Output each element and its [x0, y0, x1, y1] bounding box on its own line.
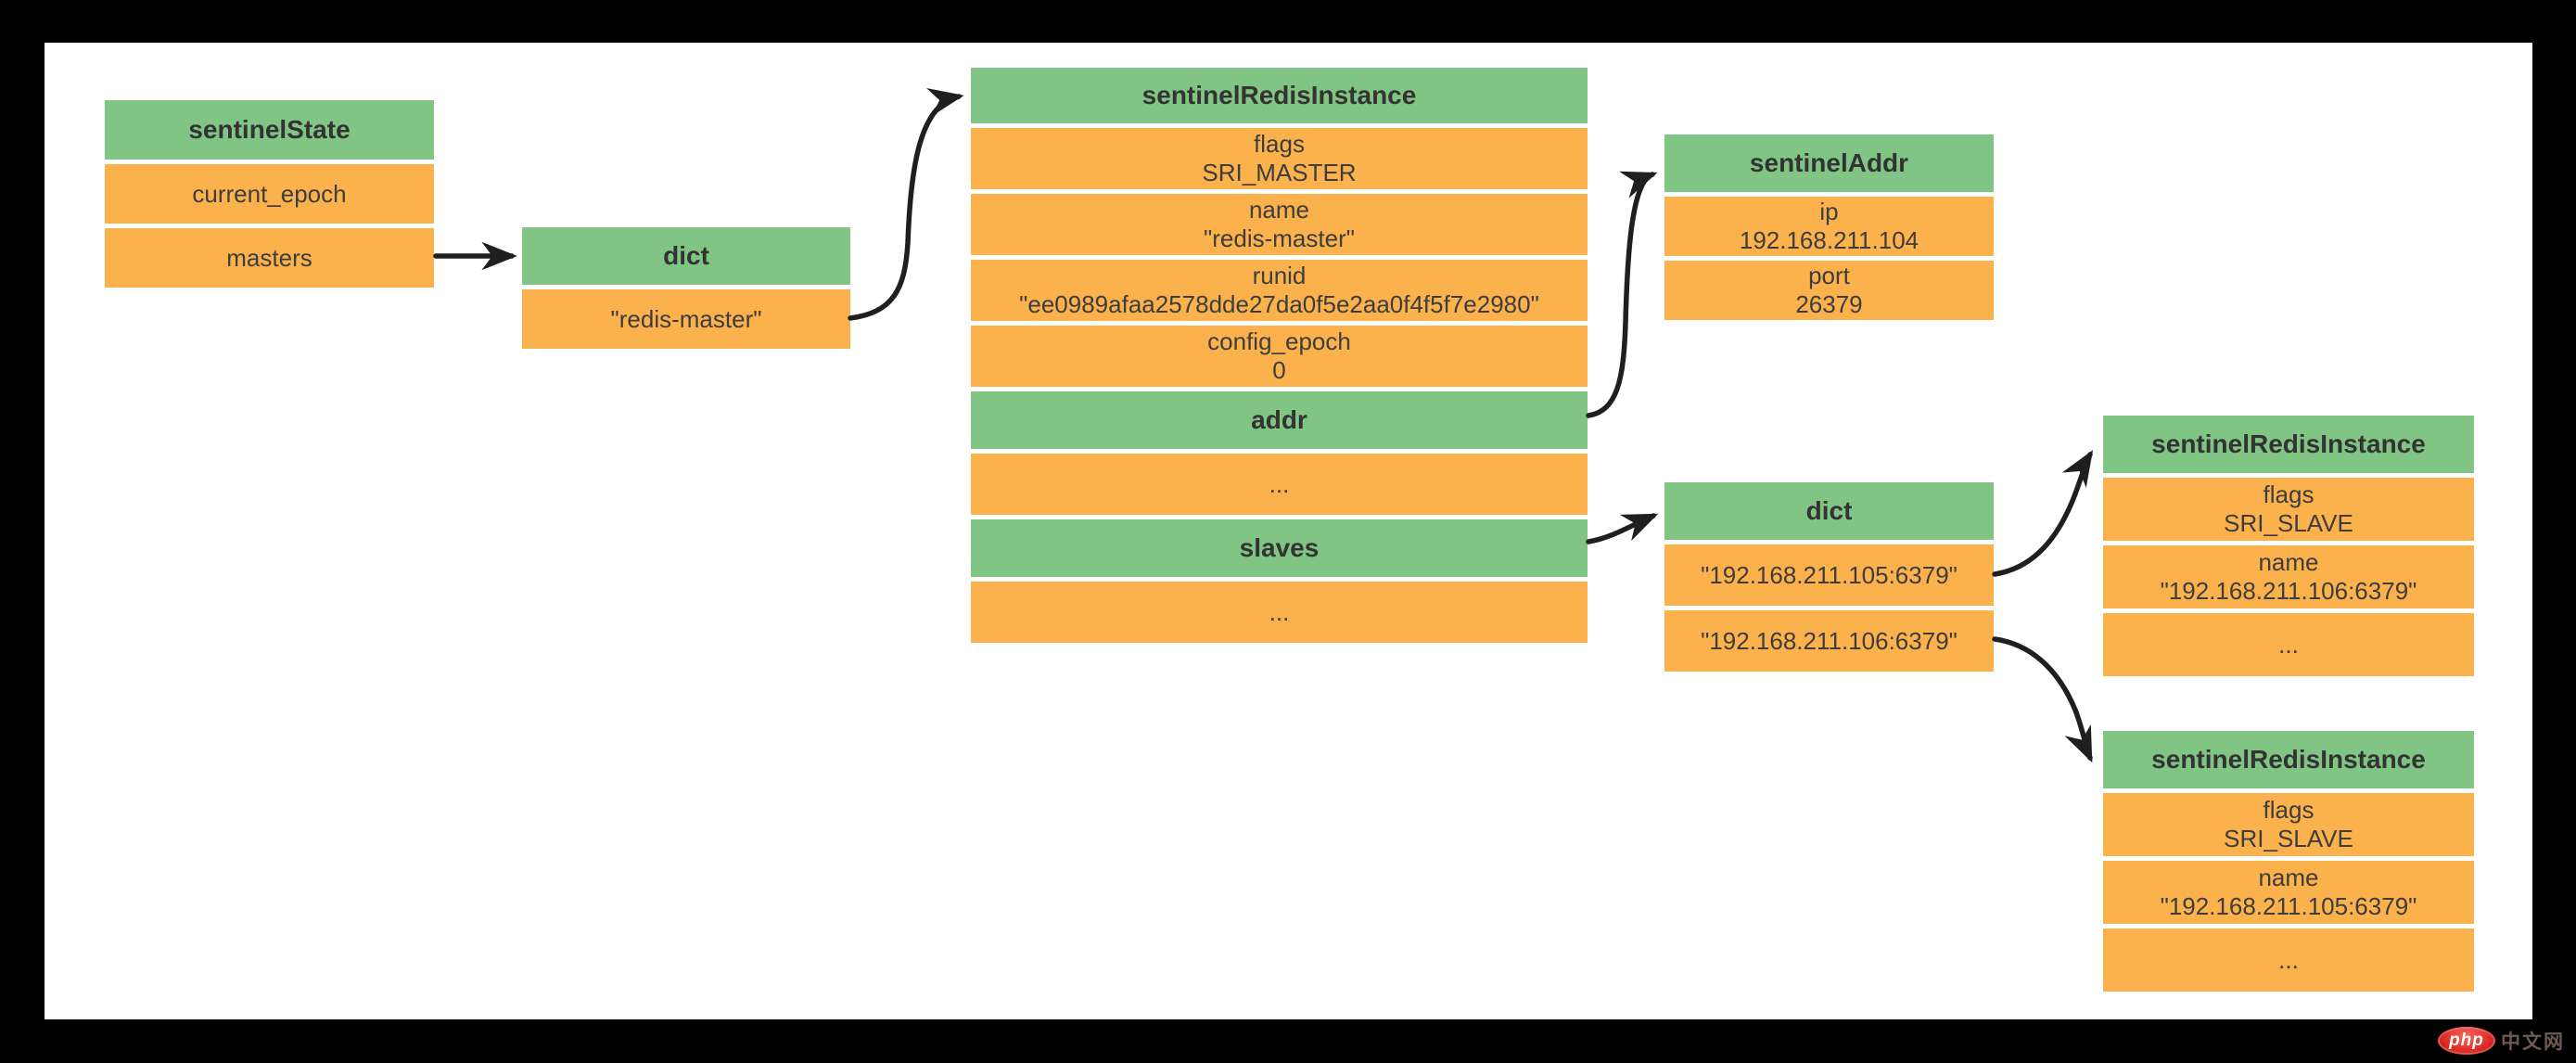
field-value: "192.168.211.105:6379"	[1701, 560, 1958, 589]
field-value: "192.168.211.106:6379"	[2160, 577, 2417, 605]
field-row: runid "ee0989afaa2578dde27da0f5e2aa0f4f5…	[971, 260, 1588, 321]
node-sri-master: sentinelRedisInstance flags SRI_MASTER n…	[971, 68, 1588, 647]
field-row: name "redis-master"	[971, 194, 1588, 255]
field-label: config_epoch	[1207, 327, 1351, 355]
field-label: flags	[2263, 480, 2315, 508]
php-logo-icon: php	[2438, 1027, 2495, 1055]
field-row: "192.168.211.106:6379"	[1664, 610, 1994, 672]
ellipsis-row: ...	[971, 454, 1588, 515]
node-dict-masters: dict "redis-master"	[522, 227, 850, 353]
field-value: 192.168.211.104	[1739, 226, 1919, 254]
node-title: sentinelRedisInstance	[971, 68, 1588, 123]
field-row: ip 192.168.211.104	[1664, 197, 1994, 256]
ellipsis-text: ...	[2278, 630, 2299, 659]
node-title: sentinelRedisInstance	[2103, 416, 2474, 473]
field-row: flags SRI_SLAVE	[2103, 793, 2474, 856]
field-label: flags	[2263, 796, 2315, 824]
field-label: masters	[226, 243, 312, 272]
node-title: sentinelRedisInstance	[2103, 731, 2474, 788]
node-title: sentinelAddr	[1664, 134, 1994, 192]
field-value: "redis-master"	[1204, 224, 1355, 252]
field-value: SRI_SLAVE	[2224, 509, 2353, 537]
field-row: "192.168.211.105:6379"	[1664, 544, 1994, 606]
node-title: dict	[522, 227, 850, 285]
watermark: php 中文网	[2438, 1027, 2565, 1055]
field-label: port	[1808, 262, 1850, 289]
field-value: 0	[1272, 356, 1286, 384]
field-label: name	[2258, 864, 2319, 891]
node-sri-slave-top: sentinelRedisInstance flags SRI_SLAVE na…	[2103, 416, 2474, 681]
field-value: "192.168.211.105:6379"	[2160, 892, 2417, 920]
field-label: runid	[1252, 262, 1307, 289]
node-sri-slave-bottom: sentinelRedisInstance flags SRI_SLAVE na…	[2103, 731, 2474, 996]
field-row: current_epoch	[105, 164, 434, 224]
field-label: ip	[1819, 198, 1839, 225]
field-row: "redis-master"	[522, 289, 850, 349]
field-row: flags SRI_MASTER	[971, 128, 1588, 189]
ellipsis-text: ...	[2278, 945, 2299, 974]
field-label: name	[2258, 548, 2319, 576]
field-value: 26379	[1795, 290, 1863, 318]
subheader-slaves: slaves	[971, 519, 1588, 577]
field-row: config_epoch 0	[971, 326, 1588, 387]
field-value: "redis-master"	[610, 304, 762, 333]
field-label: name	[1248, 196, 1310, 224]
ellipsis-text: ...	[1269, 469, 1290, 498]
ellipsis-row: ...	[971, 582, 1588, 643]
node-title: sentinelState	[105, 100, 434, 160]
node-sentinel-state: sentinelState current_epoch masters	[105, 100, 434, 292]
field-row: masters	[105, 228, 434, 288]
field-row: flags SRI_SLAVE	[2103, 478, 2474, 541]
field-value: SRI_SLAVE	[2224, 825, 2353, 852]
field-label: flags	[1254, 130, 1305, 158]
node-sentinel-addr: sentinelAddr ip 192.168.211.104 port 263…	[1664, 134, 1994, 325]
field-value: "ee0989afaa2578dde27da0f5e2aa0f4f5f7e298…	[1019, 290, 1539, 318]
subheader-addr: addr	[971, 391, 1588, 449]
field-label: current_epoch	[192, 179, 347, 208]
node-dict-slaves: dict "192.168.211.105:6379" "192.168.211…	[1664, 482, 1994, 676]
field-value: SRI_MASTER	[1202, 159, 1357, 186]
field-row: name "192.168.211.106:6379"	[2103, 545, 2474, 608]
php-logo-text: php	[2449, 1031, 2484, 1050]
ellipsis-text: ...	[1269, 597, 1290, 626]
field-row: port 26379	[1664, 261, 1994, 320]
field-value: "192.168.211.106:6379"	[1701, 626, 1958, 655]
ellipsis-row: ...	[2103, 929, 2474, 992]
node-title: dict	[1664, 482, 1994, 540]
watermark-suffix: 中文网	[2501, 1031, 2565, 1053]
field-row: name "192.168.211.105:6379"	[2103, 861, 2474, 924]
ellipsis-row: ...	[2103, 613, 2474, 676]
